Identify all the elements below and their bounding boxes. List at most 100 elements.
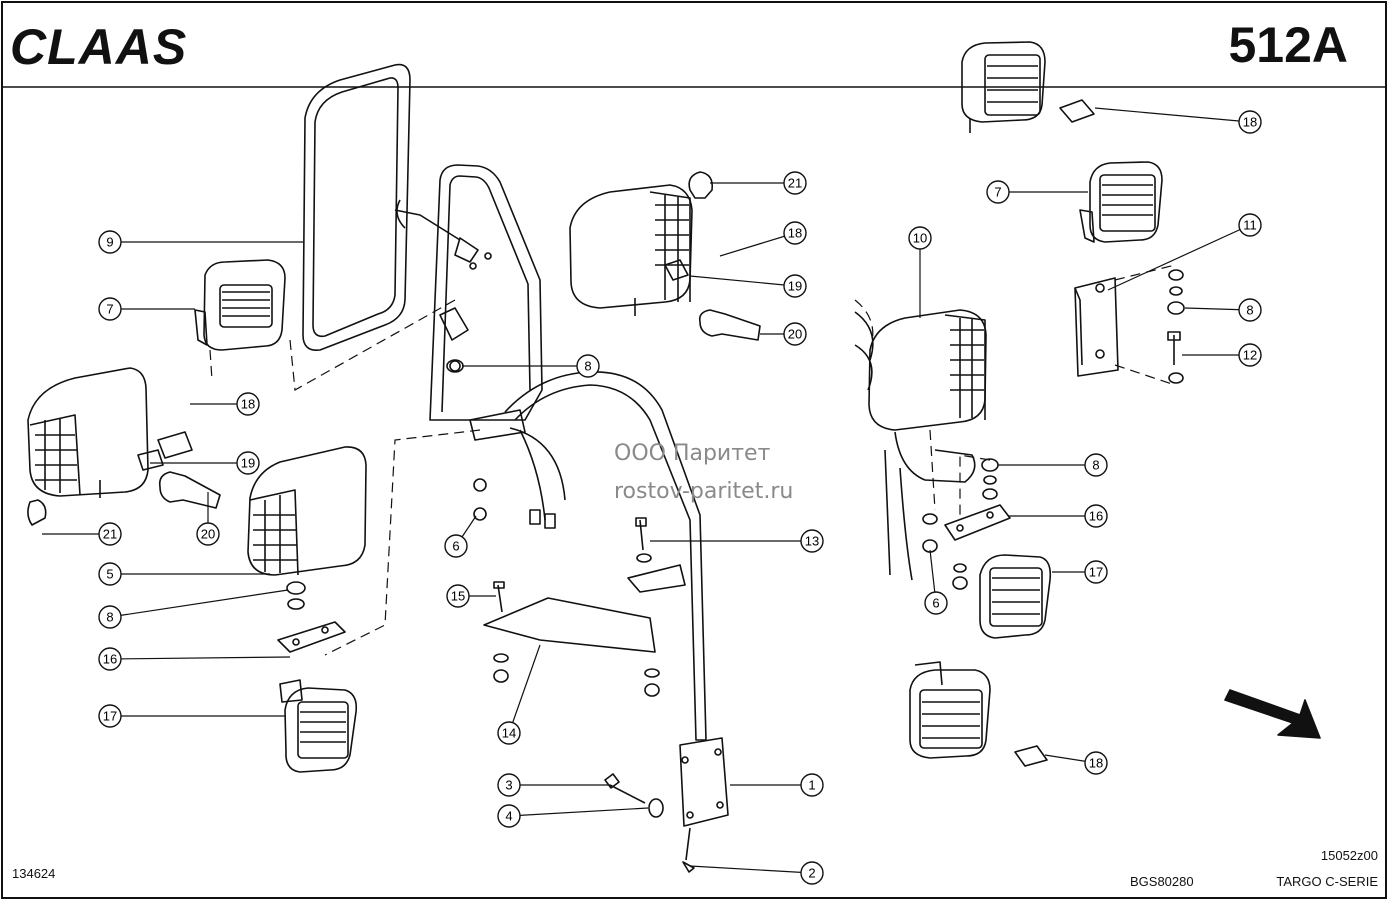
pole-part (504, 371, 729, 873)
callout-label: 18 (1243, 115, 1257, 130)
callout-label: 13 (805, 534, 819, 549)
callout-leader (508, 644, 541, 734)
callout-leader (689, 275, 796, 287)
callout-circle (1238, 298, 1262, 322)
callout-17: 17 (98, 704, 285, 728)
footer-number: 134624 (12, 866, 56, 881)
callout-circle (924, 591, 948, 615)
callout-20: 20 (760, 322, 807, 346)
callout-11: 11 (1107, 213, 1262, 291)
callout-label: 10 (913, 231, 927, 246)
callout-circle (98, 297, 122, 321)
callout-15: 15 (446, 584, 496, 608)
callout-label: 20 (201, 527, 215, 542)
mirror-bracket-part (429, 164, 566, 529)
callout-label: 18 (241, 397, 255, 412)
callout-6: 6 (924, 549, 948, 615)
callout-circle (1084, 453, 1108, 477)
work-lamp-top-right-part (961, 41, 1095, 133)
callout-circle (800, 773, 824, 797)
callout-circle (986, 180, 1010, 204)
callout-label: 8 (584, 359, 591, 374)
callout-label: 6 (452, 539, 459, 554)
page-code: 512A (1228, 17, 1348, 73)
footer-drawing-code: BGS80280 (1130, 874, 1194, 889)
callout-circle (800, 529, 824, 553)
callout-8: 8 (998, 453, 1108, 477)
callout-label: 18 (1089, 756, 1103, 771)
callout-circle (196, 522, 220, 546)
callout-16: 16 (98, 647, 291, 671)
callout-circle (576, 354, 600, 378)
callout-3: 3 (497, 773, 610, 797)
callout-leader (719, 232, 796, 257)
work-lamp-bottom-right-part (909, 661, 1048, 767)
callout-2: 2 (689, 861, 824, 885)
callout-leader (689, 865, 813, 874)
callout-5: 5 (98, 562, 270, 586)
watermark-url: rostov-paritet.ru (614, 479, 794, 504)
callout-12: 12 (1182, 343, 1262, 367)
callout-label: 16 (103, 652, 117, 667)
hardware-part (446, 359, 686, 818)
direction-arrow-icon (1224, 689, 1321, 739)
callout-label: 1 (808, 778, 815, 793)
callout-18: 18 (719, 221, 807, 257)
callout-label: 16 (1089, 509, 1103, 524)
callout-circle (908, 226, 932, 250)
callout-leader (508, 807, 649, 817)
callout-21: 21 (42, 522, 122, 546)
callout-9: 9 (98, 230, 303, 254)
rear-lamp-left-part (247, 446, 367, 653)
callout-circle (1084, 751, 1108, 775)
callout-18: 18 (1094, 107, 1262, 134)
callout-7: 7 (98, 297, 195, 321)
callout-21: 21 (710, 171, 807, 195)
callout-14: 14 (497, 644, 541, 745)
callout-circle (800, 861, 824, 885)
callout-circle (1084, 560, 1108, 584)
callout-18: 18 (1044, 751, 1108, 775)
callout-leader (109, 589, 289, 618)
callout-label: 6 (932, 596, 939, 611)
callout-circle (98, 562, 122, 586)
callout-1: 1 (730, 773, 824, 797)
callout-circle (236, 392, 260, 416)
callout-8: 8 (1184, 298, 1262, 322)
callout-circle (446, 584, 470, 608)
callout-circle (1238, 213, 1262, 237)
callout-label: 17 (103, 709, 117, 724)
callout-circle (783, 221, 807, 245)
callout-circle (98, 230, 122, 254)
headlamp-upper-part (569, 171, 761, 341)
callout-label: 17 (1089, 565, 1103, 580)
callout-circle (1084, 504, 1108, 528)
callout-circle (444, 534, 468, 558)
callout-circle (497, 804, 521, 828)
callout-label: 18 (788, 226, 802, 241)
callout-label: 8 (106, 610, 113, 625)
callout-20: 20 (196, 492, 220, 546)
callout-7: 7 (986, 180, 1088, 204)
callout-circle (497, 721, 521, 745)
callout-circle (1238, 343, 1262, 367)
callout-label: 15 (451, 589, 465, 604)
callout-leader (109, 656, 291, 660)
callout-label: 14 (502, 726, 516, 741)
callout-16: 16 (1008, 504, 1108, 528)
callout-label: 3 (505, 778, 512, 793)
callout-label: 7 (106, 302, 113, 317)
headlamp-left-part (27, 367, 221, 526)
callout-label: 2 (808, 866, 815, 881)
footer-image-code: 15052z00 (1320, 848, 1378, 863)
callout-label: 7 (994, 185, 1001, 200)
callout-label: 4 (505, 809, 512, 824)
callout-circle (98, 647, 122, 671)
callout-label: 19 (241, 456, 255, 471)
watermark-company: ООО Паритет (614, 441, 771, 466)
work-lamp-part (194, 259, 286, 351)
callout-10: 10 (908, 226, 932, 318)
work-lamp-large-right-part (854, 309, 987, 581)
